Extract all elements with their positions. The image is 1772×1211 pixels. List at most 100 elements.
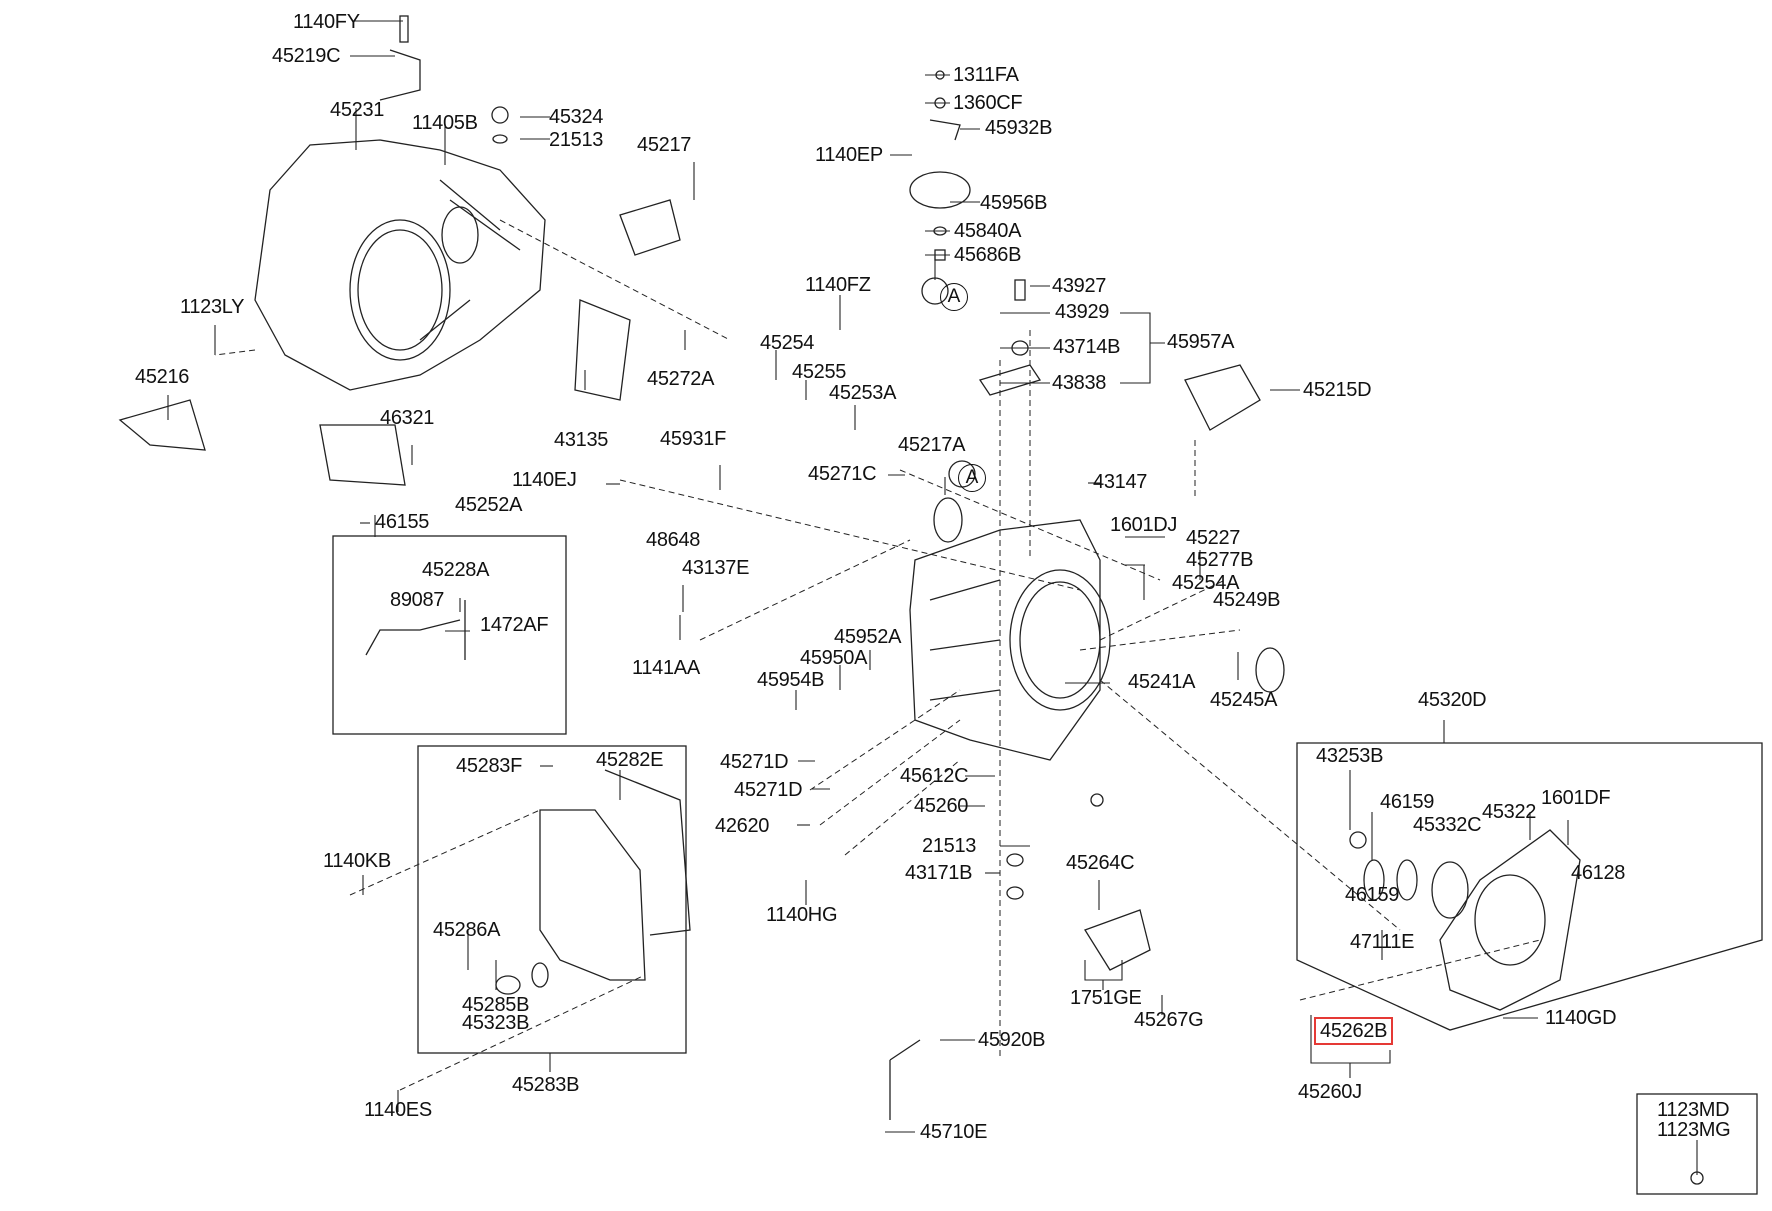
part-label[interactable]: 45272A xyxy=(647,368,715,390)
part-label[interactable]: 45227 xyxy=(1186,527,1241,549)
leader-lines xyxy=(167,20,1698,1175)
part-label[interactable]: 1140ES xyxy=(364,1099,432,1121)
small-parts xyxy=(118,15,1704,1185)
part-label[interactable]: 47111E xyxy=(1350,931,1415,953)
part-label[interactable]: 43838 xyxy=(1052,372,1107,394)
assembly-box-45252A xyxy=(332,535,567,735)
part-label[interactable]: 45253A xyxy=(829,382,897,404)
part-label[interactable]: 45286A xyxy=(433,919,501,941)
part-label[interactable]: 45612C xyxy=(900,765,969,787)
part-label[interactable]: 45954B xyxy=(757,669,825,691)
part-label[interactable]: 1123MD xyxy=(1657,1099,1730,1121)
part-label[interactable]: 46155 xyxy=(375,511,430,533)
side-cover-drawing xyxy=(1439,829,1581,1011)
part-label[interactable]: 45283B xyxy=(512,1074,580,1096)
part-label[interactable]: 45241A xyxy=(1128,671,1196,693)
part-label[interactable]: 21513 xyxy=(922,835,977,857)
part-label[interactable]: 1311FA xyxy=(953,64,1019,86)
part-label[interactable]: 45686B xyxy=(954,244,1022,266)
part-label[interactable]: 46321 xyxy=(380,407,435,429)
part-label[interactable]: 45216 xyxy=(135,366,190,388)
part-label[interactable]: 45277B xyxy=(1186,549,1254,571)
assembly-box-45283B xyxy=(417,745,687,1054)
part-label[interactable]: 1123LY xyxy=(180,296,245,318)
part-label[interactable]: 45271D xyxy=(720,751,789,773)
part-label[interactable]: 45254 xyxy=(760,332,815,354)
part-label[interactable]: 45267G xyxy=(1134,1009,1204,1031)
part-label[interactable]: 1601DJ xyxy=(1110,514,1178,536)
part-label[interactable]: 43137E xyxy=(682,557,750,579)
part-label[interactable]: 45215D xyxy=(1303,379,1372,401)
part-label[interactable]: 1751GE xyxy=(1070,987,1142,1009)
part-label[interactable]: 43135 xyxy=(554,429,609,451)
part-label[interactable]: 45332C xyxy=(1413,814,1482,836)
part-label[interactable]: 45249B xyxy=(1213,589,1281,611)
part-label[interactable]: 43927 xyxy=(1052,275,1107,297)
part-label[interactable]: 45260J xyxy=(1298,1081,1362,1103)
part-label[interactable]: 45324 xyxy=(549,106,604,128)
part-label[interactable]: 45264C xyxy=(1066,852,1135,874)
valve-cover-drawing xyxy=(539,769,691,981)
part-label[interactable]: 1140FZ xyxy=(805,274,871,296)
part-label[interactable]: 1123MG xyxy=(1657,1119,1731,1141)
part-label[interactable]: 48648 xyxy=(646,529,701,551)
part-label[interactable]: 45271C xyxy=(808,463,877,485)
part-label[interactable]: 45932B xyxy=(985,117,1053,139)
part-label[interactable]: 1360CF xyxy=(953,92,1023,114)
part-label[interactable]: 1140EP xyxy=(815,144,883,166)
part-label[interactable]: 45282E xyxy=(596,749,664,771)
assembly-box-45320D xyxy=(1296,742,1763,1031)
part-label[interactable]: 45323B xyxy=(462,1012,530,1034)
part-label[interactable]: 45320D xyxy=(1418,689,1487,711)
part-label[interactable]: 43253B xyxy=(1316,745,1384,767)
part-label[interactable]: 45255 xyxy=(792,361,847,383)
part-label[interactable]: 46128 xyxy=(1571,862,1626,884)
part-label[interactable]: 45217A xyxy=(898,434,966,456)
part-label[interactable]: 43929 xyxy=(1055,301,1110,323)
part-label[interactable]: 43147 xyxy=(1093,471,1148,493)
transaxle-case-drawing xyxy=(909,519,1111,761)
part-label[interactable]: 45217 xyxy=(637,134,692,156)
part-label[interactable]: 45271D xyxy=(734,779,803,801)
part-label[interactable]: 1140EJ xyxy=(512,469,577,491)
part-label[interactable]: 45260 xyxy=(914,795,969,817)
part-label[interactable]: 45283F xyxy=(456,755,523,777)
part-label[interactable]: 45228A xyxy=(422,559,490,581)
part-label[interactable]: 1141AA xyxy=(632,657,700,679)
part-label[interactable]: 45950A xyxy=(800,647,868,669)
part-label-highlighted[interactable]: 45262B xyxy=(1313,1017,1394,1045)
part-label[interactable]: 1472AF xyxy=(480,614,549,636)
part-label[interactable]: 45952A xyxy=(834,626,902,648)
part-label[interactable]: 1601DF xyxy=(1541,787,1611,809)
part-label[interactable]: 45710E xyxy=(920,1121,988,1143)
part-label[interactable]: 46159 xyxy=(1380,791,1435,813)
part-label[interactable]: 1140FY xyxy=(293,11,360,33)
part-label[interactable]: 45254A xyxy=(1172,572,1240,594)
part-label[interactable]: 11405B xyxy=(412,112,478,134)
part-label[interactable]: 45840A xyxy=(954,220,1022,242)
part-label[interactable]: 45956B xyxy=(980,192,1048,214)
part-label[interactable]: 45322 xyxy=(1482,801,1537,823)
part-label[interactable]: 45920B xyxy=(978,1029,1046,1051)
part-label[interactable]: 42620 xyxy=(715,815,770,837)
bell-housing-drawing xyxy=(254,139,546,391)
part-label[interactable]: 21513 xyxy=(549,129,604,151)
part-label[interactable]: 45231 xyxy=(330,99,385,121)
part-label[interactable]: 46159 xyxy=(1345,884,1400,906)
part-label[interactable]: 45285B xyxy=(462,994,530,1016)
part-label[interactable]: 45252A xyxy=(455,494,523,516)
part-label[interactable]: 45931F xyxy=(660,428,727,450)
part-label[interactable]: 43714B xyxy=(1053,336,1121,358)
part-label[interactable]: 1140KB xyxy=(323,850,391,872)
part-label[interactable]: 45219C xyxy=(272,45,341,67)
part-label[interactable]: 1140GD xyxy=(1545,1007,1617,1029)
part-label[interactable]: 45957A xyxy=(1167,331,1235,353)
reference-marker-a: A xyxy=(958,464,986,492)
part-label[interactable]: 1140HG xyxy=(766,904,838,926)
part-label[interactable]: 45245A xyxy=(1210,689,1278,711)
part-label[interactable]: 89087 xyxy=(390,589,445,611)
part-label[interactable]: 43171B xyxy=(905,862,973,884)
assembly-box-1123MD xyxy=(1636,1093,1758,1195)
